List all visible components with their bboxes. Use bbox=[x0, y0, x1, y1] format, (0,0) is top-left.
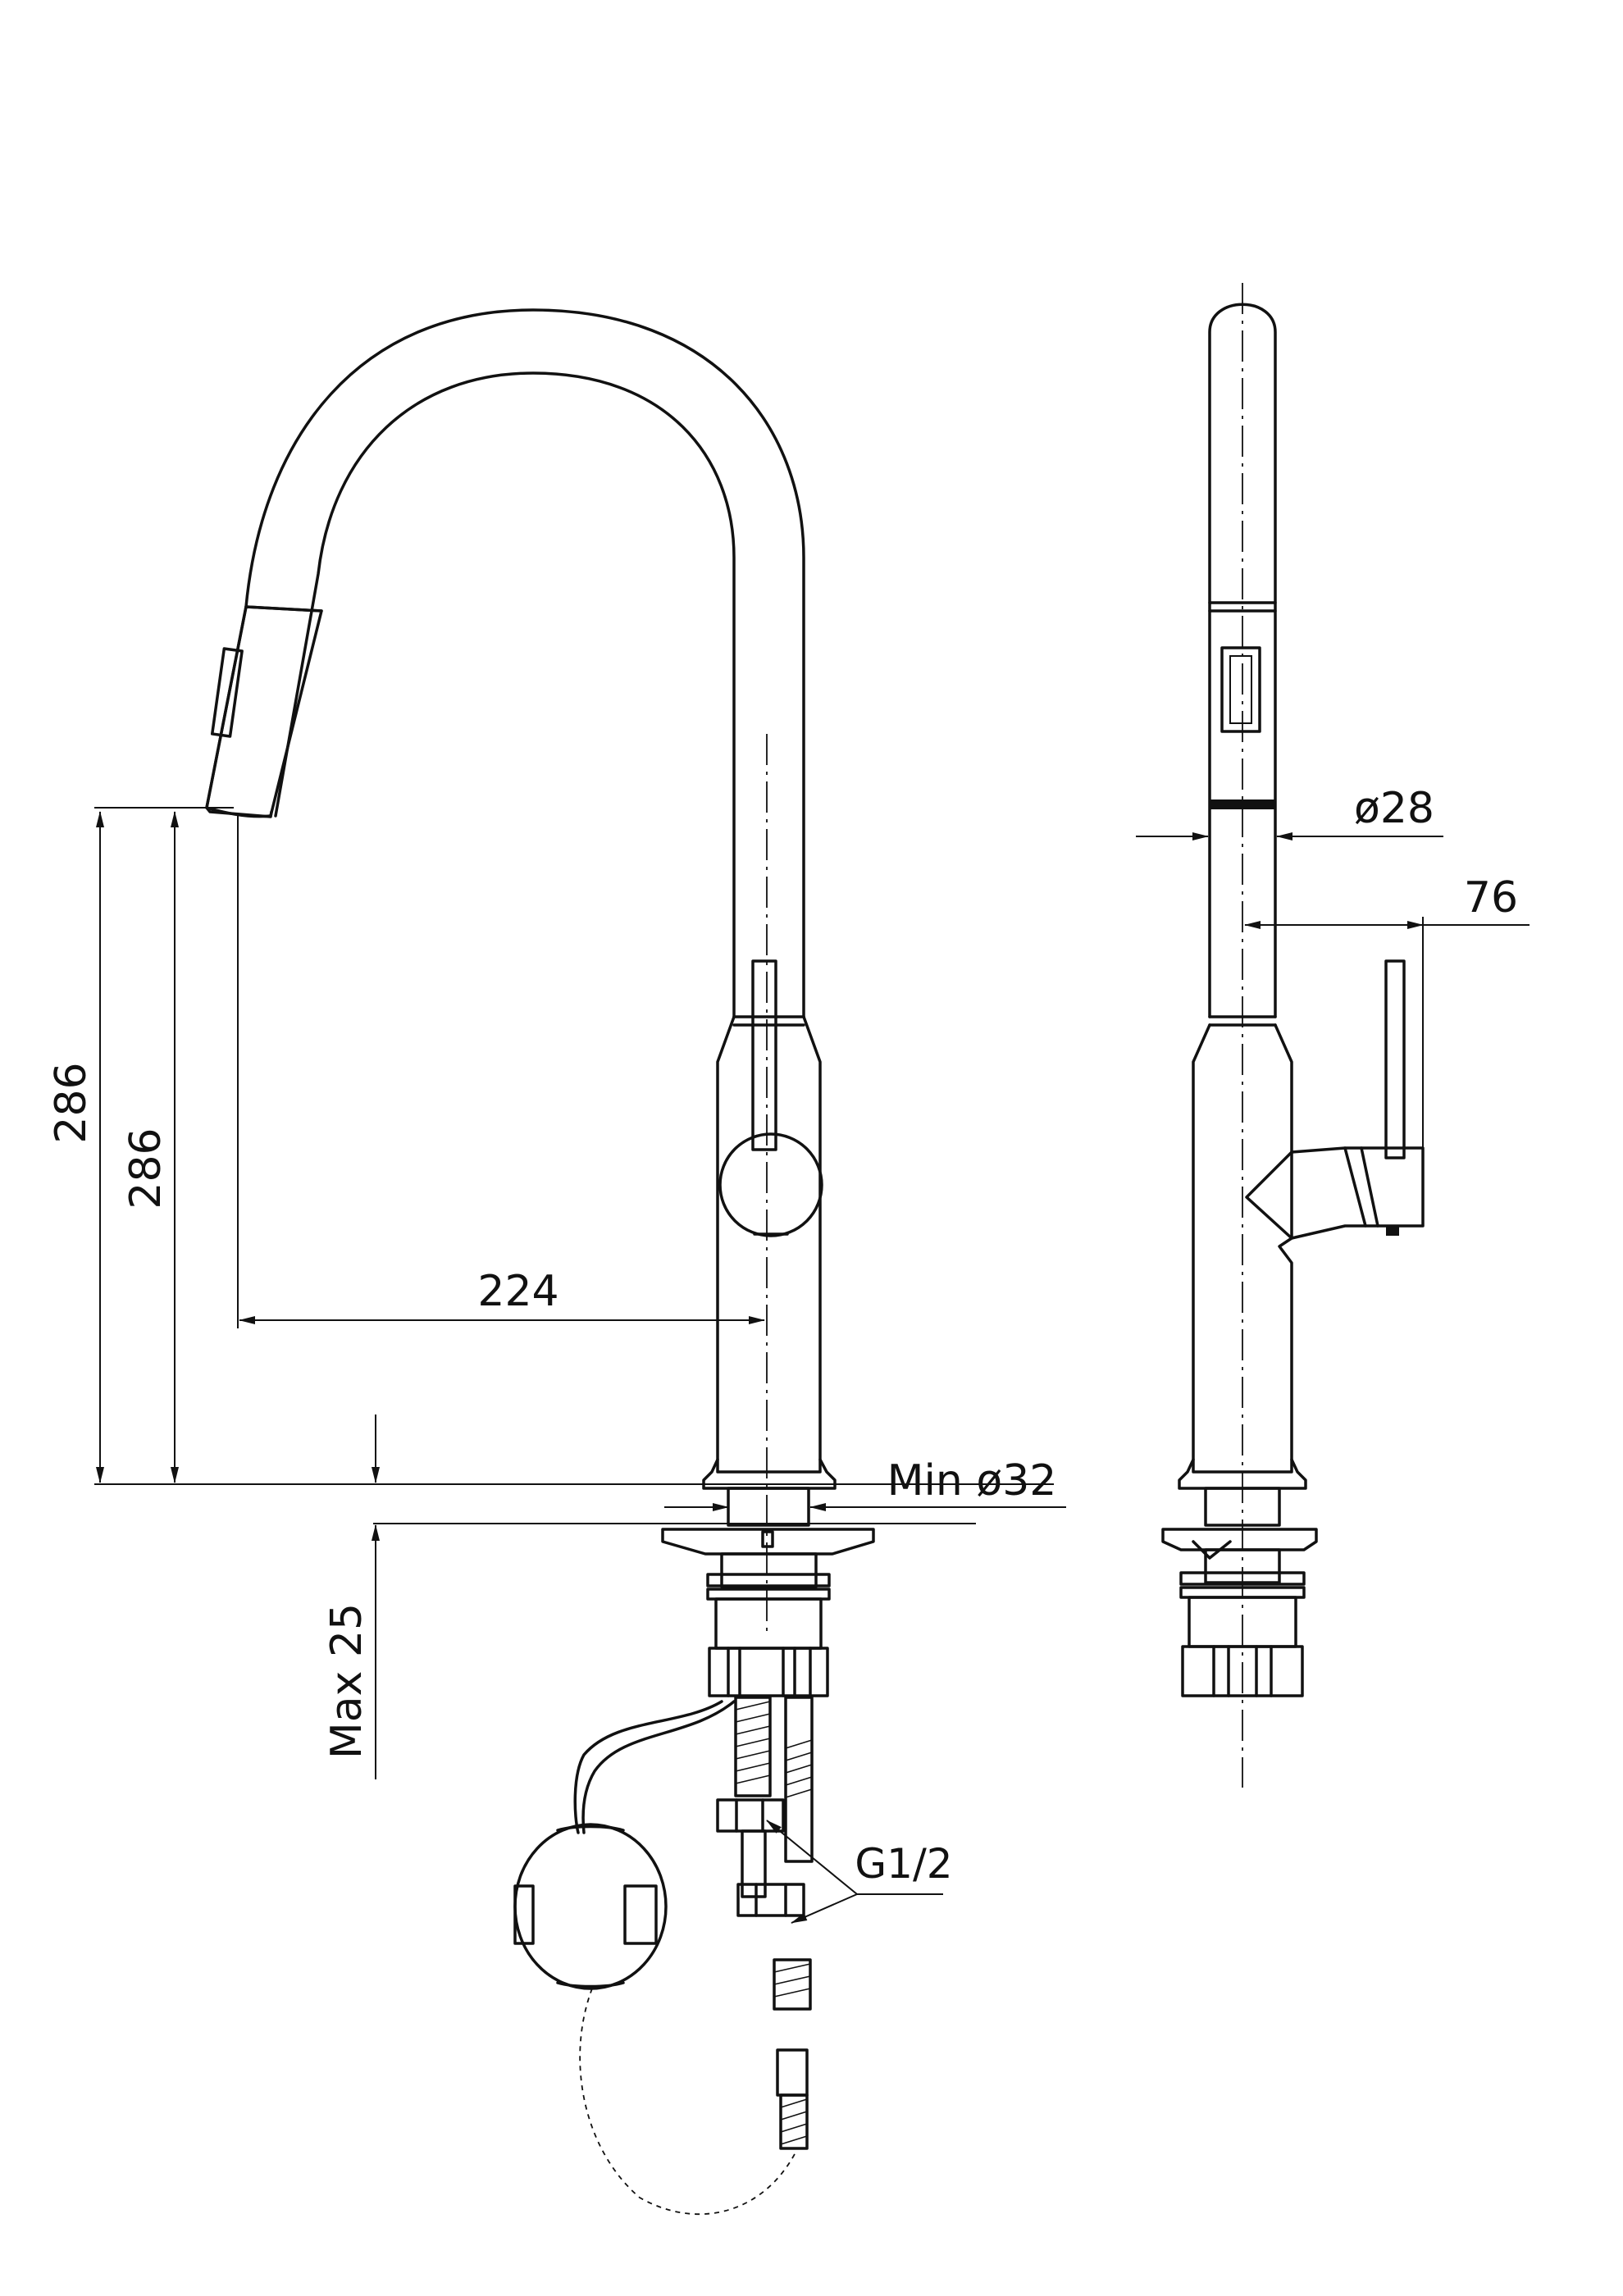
side-shank-sleeve bbox=[1204, 1548, 1281, 1584]
g12-leader-2 bbox=[791, 1893, 858, 1924]
side-shank bbox=[1204, 1487, 1281, 1527]
side-spout-outline bbox=[1208, 303, 1277, 1018]
hose-counterweight bbox=[513, 1823, 668, 1990]
pull-out-hose-2 bbox=[573, 1700, 723, 1834]
hose-right-hex-nut bbox=[736, 1883, 805, 1917]
mounting-nut-2 bbox=[706, 1588, 831, 1601]
spout-outer-line bbox=[205, 308, 805, 1018]
front-view bbox=[205, 308, 875, 2215]
plate-slot bbox=[761, 1530, 774, 1548]
side-cartridge-line-2 bbox=[1360, 1146, 1379, 1228]
quick-connector-knurl bbox=[773, 1963, 811, 1998]
counterweight-band-bottom bbox=[556, 1981, 625, 1988]
side-spray-button-inner bbox=[1229, 655, 1252, 724]
side-view bbox=[1161, 283, 1425, 1788]
side-mounting-plate bbox=[1161, 1528, 1318, 1551]
counterweight-clip-right bbox=[623, 1884, 658, 1945]
counterweight-clip-left bbox=[513, 1884, 535, 1945]
side-handle-cartridge bbox=[1245, 1146, 1425, 1240]
hose-left-braid bbox=[735, 1701, 771, 1784]
handle-lever bbox=[751, 959, 777, 1151]
side-spray-button bbox=[1220, 646, 1261, 733]
dim-286-inner-label: 286 bbox=[121, 1128, 171, 1209]
hose-right-braid bbox=[785, 1739, 813, 1798]
dim-76-label: 76 bbox=[1464, 873, 1518, 922]
spray-button bbox=[210, 647, 244, 738]
side-nut-1 bbox=[1179, 1571, 1306, 1586]
quick-connector-top bbox=[773, 1958, 812, 2011]
side-nozzle bbox=[1210, 800, 1275, 809]
side-body bbox=[1192, 1023, 1293, 1474]
base-shank bbox=[727, 1487, 810, 1527]
spout-inner-line bbox=[274, 371, 736, 1018]
hose-end-braid bbox=[779, 2093, 809, 2150]
hose-left-fitting bbox=[741, 1829, 767, 1898]
side-plate-tab bbox=[1192, 1540, 1232, 1560]
faucet-body bbox=[716, 1015, 822, 1474]
pull-out-hose bbox=[581, 1700, 736, 1834]
dim-28-label: ø28 bbox=[1354, 784, 1434, 833]
dim-g12-label: G1/2 bbox=[855, 1840, 952, 1888]
dim-max25-label: Max 25 bbox=[322, 1603, 372, 1759]
lock-nut bbox=[714, 1597, 823, 1650]
front-view-dimensions: 286 286 224 Min ø32 Max 25 G1/2 bbox=[47, 807, 1066, 1924]
mounting-plate bbox=[661, 1528, 875, 1556]
dim-min32-label: Min ø32 bbox=[887, 1456, 1057, 1506]
side-handle-lever bbox=[1384, 959, 1406, 1159]
hose-dashed-loop bbox=[579, 1988, 796, 2215]
lock-nut-teeth bbox=[708, 1647, 829, 1697]
side-lock-nut-teeth bbox=[1181, 1645, 1304, 1697]
counterweight-band-top bbox=[556, 1824, 625, 1832]
spray-nozzle bbox=[205, 806, 273, 818]
spray-head-outline bbox=[205, 605, 323, 818]
shank-sleeve bbox=[720, 1552, 818, 1588]
side-handle-screw bbox=[1386, 1226, 1399, 1236]
hose-right bbox=[784, 1696, 814, 1863]
handle-hub bbox=[718, 1132, 823, 1237]
spray-head-joint bbox=[244, 605, 323, 613]
side-cartridge-line bbox=[1343, 1146, 1367, 1228]
dim-224-label: 224 bbox=[477, 1267, 558, 1316]
hose-left bbox=[734, 1696, 772, 1797]
side-view-dimensions: ø28 76 bbox=[1136, 784, 1530, 1148]
dim-286-outer-label: 286 bbox=[47, 1062, 96, 1143]
g12-leader-1 bbox=[766, 1820, 858, 1895]
hose-end-knurl bbox=[780, 2098, 808, 2145]
quick-connector-bottom bbox=[776, 2048, 809, 2097]
mounting-nut-1 bbox=[706, 1573, 831, 1588]
